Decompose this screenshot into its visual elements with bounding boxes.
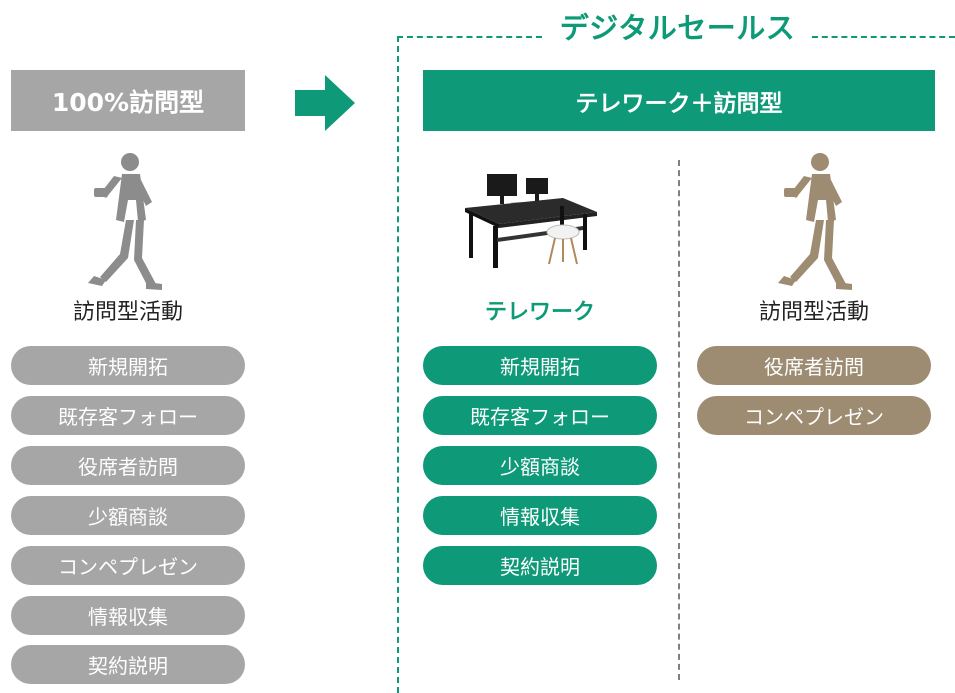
businessman-walking-icon — [88, 153, 162, 290]
visit-item-1: コンペプレゼン — [697, 396, 931, 435]
right-arrow-icon — [295, 75, 355, 131]
frame-border-top-right — [812, 36, 955, 38]
visit-item-0: 役席者訪問 — [697, 346, 931, 385]
left-item-4: コンペプレゼン — [11, 546, 245, 585]
left-item-6: 契約説明 — [11, 645, 245, 684]
digital-sales-title: デジタルセールス — [559, 11, 796, 45]
frame-border-top-left — [397, 36, 542, 38]
telework-item-0: 新規開拓 — [423, 346, 657, 385]
businessman-walking-icon — [778, 153, 852, 290]
telework-item-1: 既存客フォロー — [423, 396, 657, 435]
frame-border-left — [397, 36, 399, 693]
telework-item-3: 情報収集 — [423, 496, 657, 535]
column-divider — [678, 160, 680, 680]
right-header: テレワーク＋訪問型 — [423, 70, 935, 131]
left-header: 100%訪問型 — [11, 70, 245, 131]
left-item-3: 少額商談 — [11, 496, 245, 535]
visit-caption: 訪問型活動 — [758, 300, 869, 325]
left-item-1: 既存客フォロー — [11, 396, 245, 435]
desk-workstation-icon — [465, 174, 597, 268]
left-item-2: 役席者訪問 — [11, 446, 245, 485]
left-item-5: 情報収集 — [11, 596, 245, 635]
left-item-0: 新規開拓 — [11, 346, 245, 385]
telework-item-2: 少額商談 — [423, 446, 657, 485]
telework-item-4: 契約説明 — [423, 546, 657, 585]
left-caption: 訪問型活動 — [72, 300, 183, 325]
telework-caption: テレワーク — [484, 300, 595, 325]
